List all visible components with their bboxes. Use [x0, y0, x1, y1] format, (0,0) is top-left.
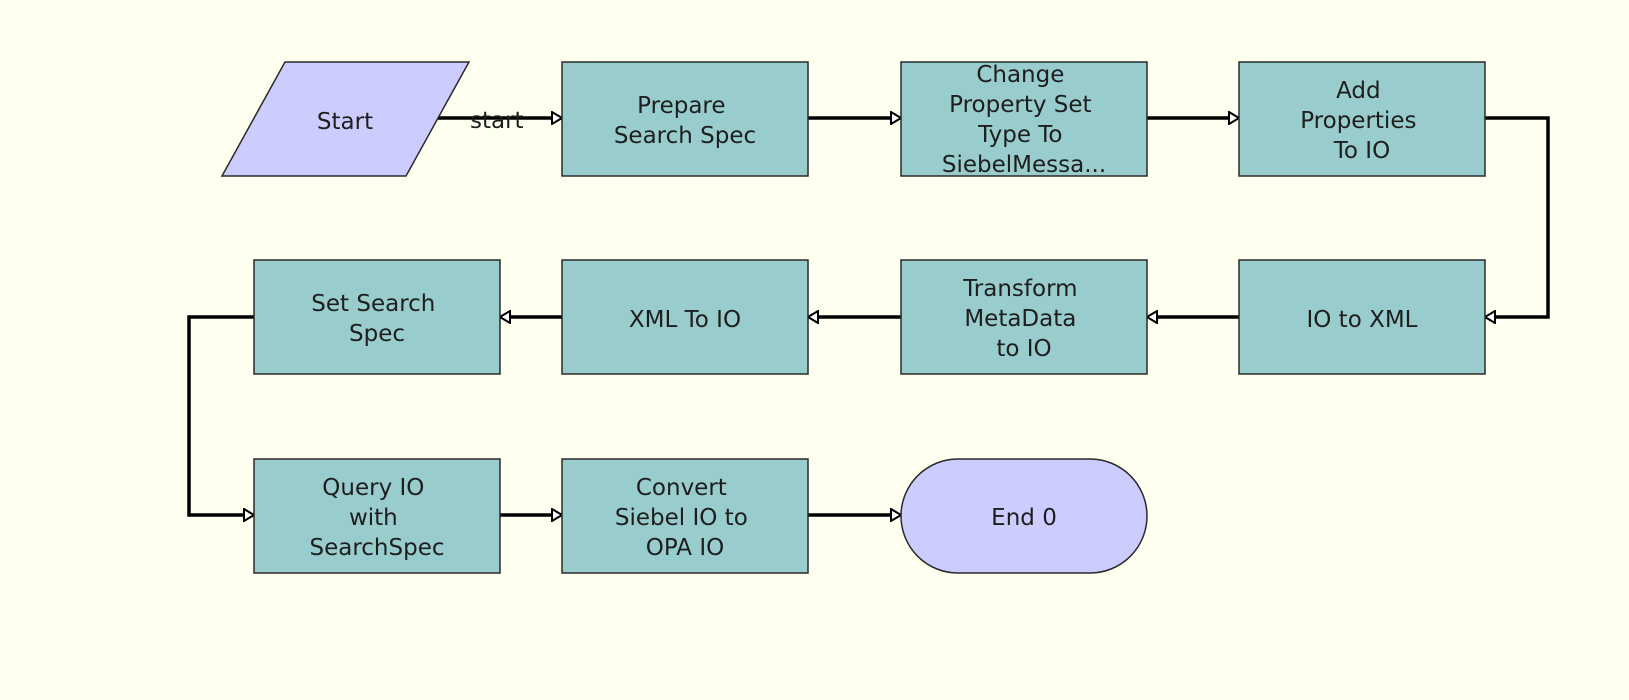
node-transform-line-3: to IO — [996, 336, 1051, 362]
node-start[interactable]: Start — [220, 61, 471, 177]
node-transform-metadata[interactable]: Transform MetaData to IO — [900, 259, 1148, 375]
node-start-label: Start — [317, 109, 373, 135]
node-set-search-spec[interactable]: Set Search Spec — [253, 259, 501, 375]
node-end-label: End 0 — [991, 505, 1057, 531]
node-add-line-1: Add — [1336, 78, 1381, 104]
node-change-line-4: SiebelMessa... — [942, 152, 1106, 178]
node-end-0[interactable]: End 0 — [900, 458, 1148, 574]
node-set-search-line-2: Spec — [349, 321, 405, 347]
node-convert-siebel-io[interactable]: Convert Siebel IO to OPA IO — [561, 458, 809, 574]
svg-text:Change Property Set: Change Property Set Type To SiebelMessa.… — [942, 62, 1106, 178]
node-transform-line-1: Transform — [962, 276, 1077, 302]
node-convert-line-2: Siebel IO to — [615, 505, 748, 531]
node-prepare-line-2: Search Spec — [614, 123, 756, 149]
node-query-line-3: SearchSpec — [309, 535, 444, 561]
svg-text:Query IO with: Query IO with SearchSpec — [309, 475, 444, 561]
node-set-search-line-1: Set Search — [311, 291, 435, 317]
node-query-line-2: with — [349, 505, 398, 531]
node-add-properties[interactable]: Add Properties To IO — [1238, 61, 1486, 177]
svg-text:End 0: End 0 — [991, 505, 1057, 531]
svg-text:Set Search Spec: Set Search Spec — [311, 291, 442, 347]
node-change-line-2: Property Set — [949, 92, 1091, 118]
svg-text:IO to XML: IO to XML — [1306, 307, 1417, 333]
connector-add-to-io-to-xml[interactable] — [1485, 116, 1550, 317]
node-change-line-1: Change — [976, 62, 1064, 88]
node-io-to-xml[interactable]: IO to XML — [1238, 259, 1486, 375]
node-xml-to-io[interactable]: XML To IO — [561, 259, 809, 375]
node-change-property-set[interactable]: Change Property Set Type To SiebelMessa.… — [900, 61, 1148, 178]
node-xml-to-io-label: XML To IO — [629, 307, 741, 333]
node-io-to-xml-label: IO to XML — [1306, 307, 1417, 333]
node-add-line-3: To IO — [1333, 138, 1390, 164]
svg-text:Prepare Search Spec: Prepare Search Spec — [614, 93, 756, 149]
node-query-io[interactable]: Query IO with SearchSpec — [253, 458, 501, 574]
node-prepare-search-spec[interactable]: Prepare Search Spec — [561, 61, 809, 177]
connector-label-start: start — [470, 108, 524, 134]
svg-text:Start: Start — [317, 109, 373, 135]
node-query-line-1: Query IO — [322, 475, 424, 501]
node-transform-line-2: MetaData — [964, 306, 1076, 332]
svg-text:Add Properties: Add Properties To IO — [1300, 78, 1424, 164]
svg-text:XML To IO: XML To IO — [629, 307, 741, 333]
node-add-line-2: Properties — [1300, 108, 1416, 134]
node-convert-line-3: OPA IO — [646, 535, 724, 561]
connector-set-search-to-query[interactable] — [187, 315, 254, 515]
node-change-line-3: Type To — [977, 122, 1062, 148]
svg-text:Convert Siebel IO to: Convert Siebel IO to OPA IO — [615, 475, 755, 561]
svg-text:Transform MetaData: Transform MetaData to IO — [962, 276, 1085, 362]
node-convert-line-1: Convert — [636, 475, 727, 501]
node-prepare-line-1: Prepare — [637, 93, 725, 119]
